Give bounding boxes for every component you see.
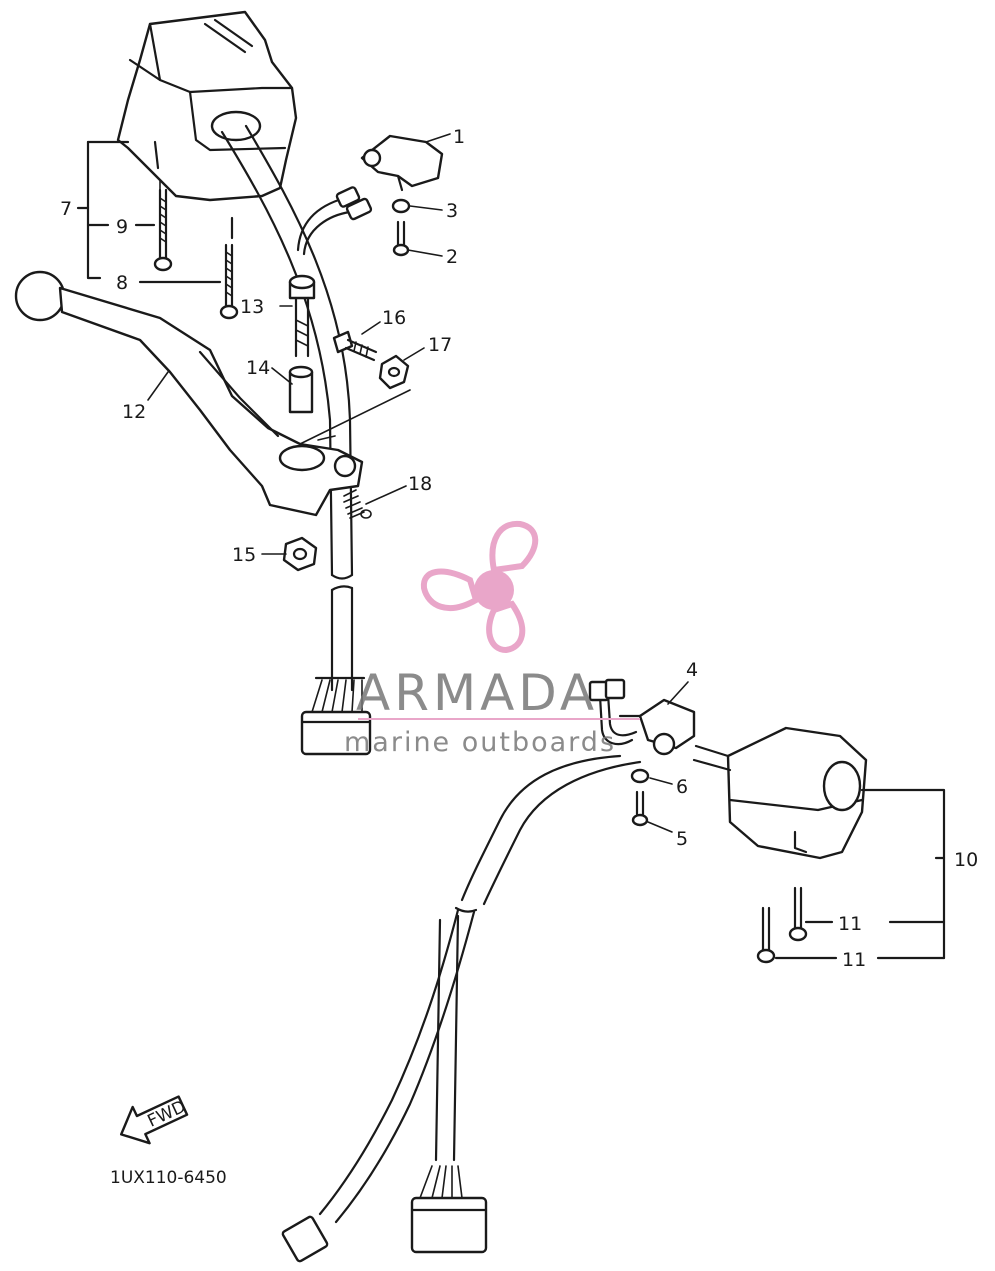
propeller-logo [420,520,539,654]
washer-6 [630,768,650,784]
watermark: ARMADA marine outboards [344,520,640,758]
clutch-switch-1 [360,134,444,192]
callout-18: 18 [408,473,432,495]
callout-13: 13 [240,296,264,318]
watermark-title: ARMADA [356,664,598,722]
callout-labels: 1 2 3 4 5 6 7 8 9 10 11 11 12 13 14 15 1… [60,126,978,971]
spring-18 [343,489,372,519]
front-brake-switch-4 [588,678,696,756]
pivot-guide-lines [299,389,411,445]
watermark-subtitle: marine outboards [344,727,616,758]
callout-5: 5 [676,828,688,850]
callout-8: 8 [116,272,128,294]
callout-1: 1 [453,126,465,148]
callout-2: 2 [446,246,458,268]
right-switch-cable [281,754,642,1263]
nut-15 [282,536,318,572]
spacer-14 [288,365,314,414]
screws-11 [756,886,808,964]
callout-3: 3 [446,200,458,222]
callout-16: 16 [382,307,406,329]
screw-2 [392,220,410,257]
left-switch-cable [220,124,373,756]
callout-6: 6 [676,776,688,798]
callout-7: 7 [60,198,72,220]
screw-9 [153,188,173,272]
callout-11-lower: 11 [842,949,866,971]
fwd-arrow-icon: FWD [119,1095,189,1145]
washer-3 [391,198,411,214]
callout-17: 17 [428,334,452,356]
left-handlebar-switch [116,10,298,202]
leader-lines [147,133,946,960]
callout-14: 14 [246,357,270,379]
diagram-code: 1UX110-6450 [110,1168,227,1188]
nut-17 [378,354,410,390]
callout-12: 12 [122,401,146,423]
screw-8 [219,216,239,320]
callout-15: 15 [232,544,256,566]
callout-4: 4 [686,659,698,681]
callout-10: 10 [954,849,978,871]
bracket-7-lines [76,140,222,284]
clutch-lever [14,270,364,517]
bolt-16 [332,330,378,362]
bolt-13 [288,274,316,358]
screw-5 [631,790,649,827]
callout-11-upper: 11 [838,913,862,935]
right-handlebar-switch [692,726,868,860]
callout-9: 9 [116,216,128,238]
